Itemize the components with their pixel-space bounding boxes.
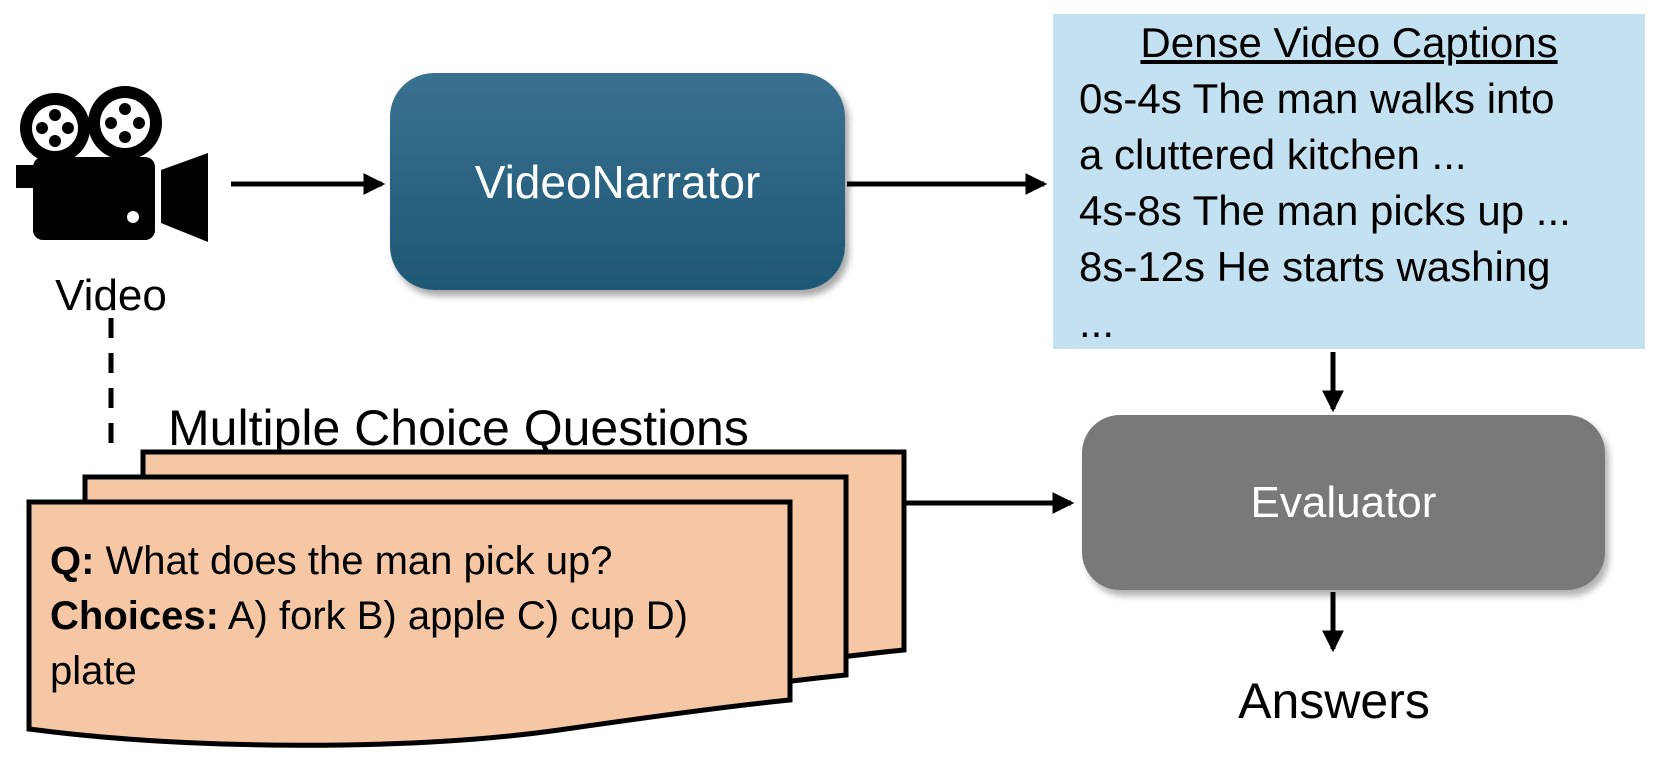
caption-line: 8s-12s He starts washing xyxy=(1079,243,1551,290)
question-card-text: Q: What does the man pick up? Choices: A… xyxy=(50,534,756,699)
video-label: Video xyxy=(55,271,167,320)
evaluator-label: Evaluator xyxy=(1250,477,1437,527)
caption-line: a cluttered kitchen ... xyxy=(1079,131,1467,178)
caption-line: ... xyxy=(1079,299,1115,346)
question-line: Q: What does the man pick up? xyxy=(50,539,613,583)
caption-line: 0s-4s The man walks into xyxy=(1079,75,1555,122)
evaluator-box: Evaluator xyxy=(1082,415,1605,590)
dense-video-captions-box: Dense Video Captions 0s-4s The man walks… xyxy=(1053,14,1645,349)
answers-label: Answers xyxy=(1238,673,1430,729)
choices-label: Choices: xyxy=(50,594,219,638)
question-label: Q: xyxy=(50,539,95,583)
choices-line: Choices: A) fork B) apple C) cup D) plat… xyxy=(50,594,688,693)
video-narrator-box: VideoNarrator xyxy=(390,73,845,290)
movie-camera-icon xyxy=(16,86,208,242)
video-narrator-label: VideoNarrator xyxy=(474,155,761,208)
caption-line: 4s-8s The man picks up ... xyxy=(1079,187,1571,234)
captions-title: Dense Video Captions xyxy=(1140,19,1558,66)
mcq-title: Multiple Choice Questions xyxy=(168,400,749,456)
